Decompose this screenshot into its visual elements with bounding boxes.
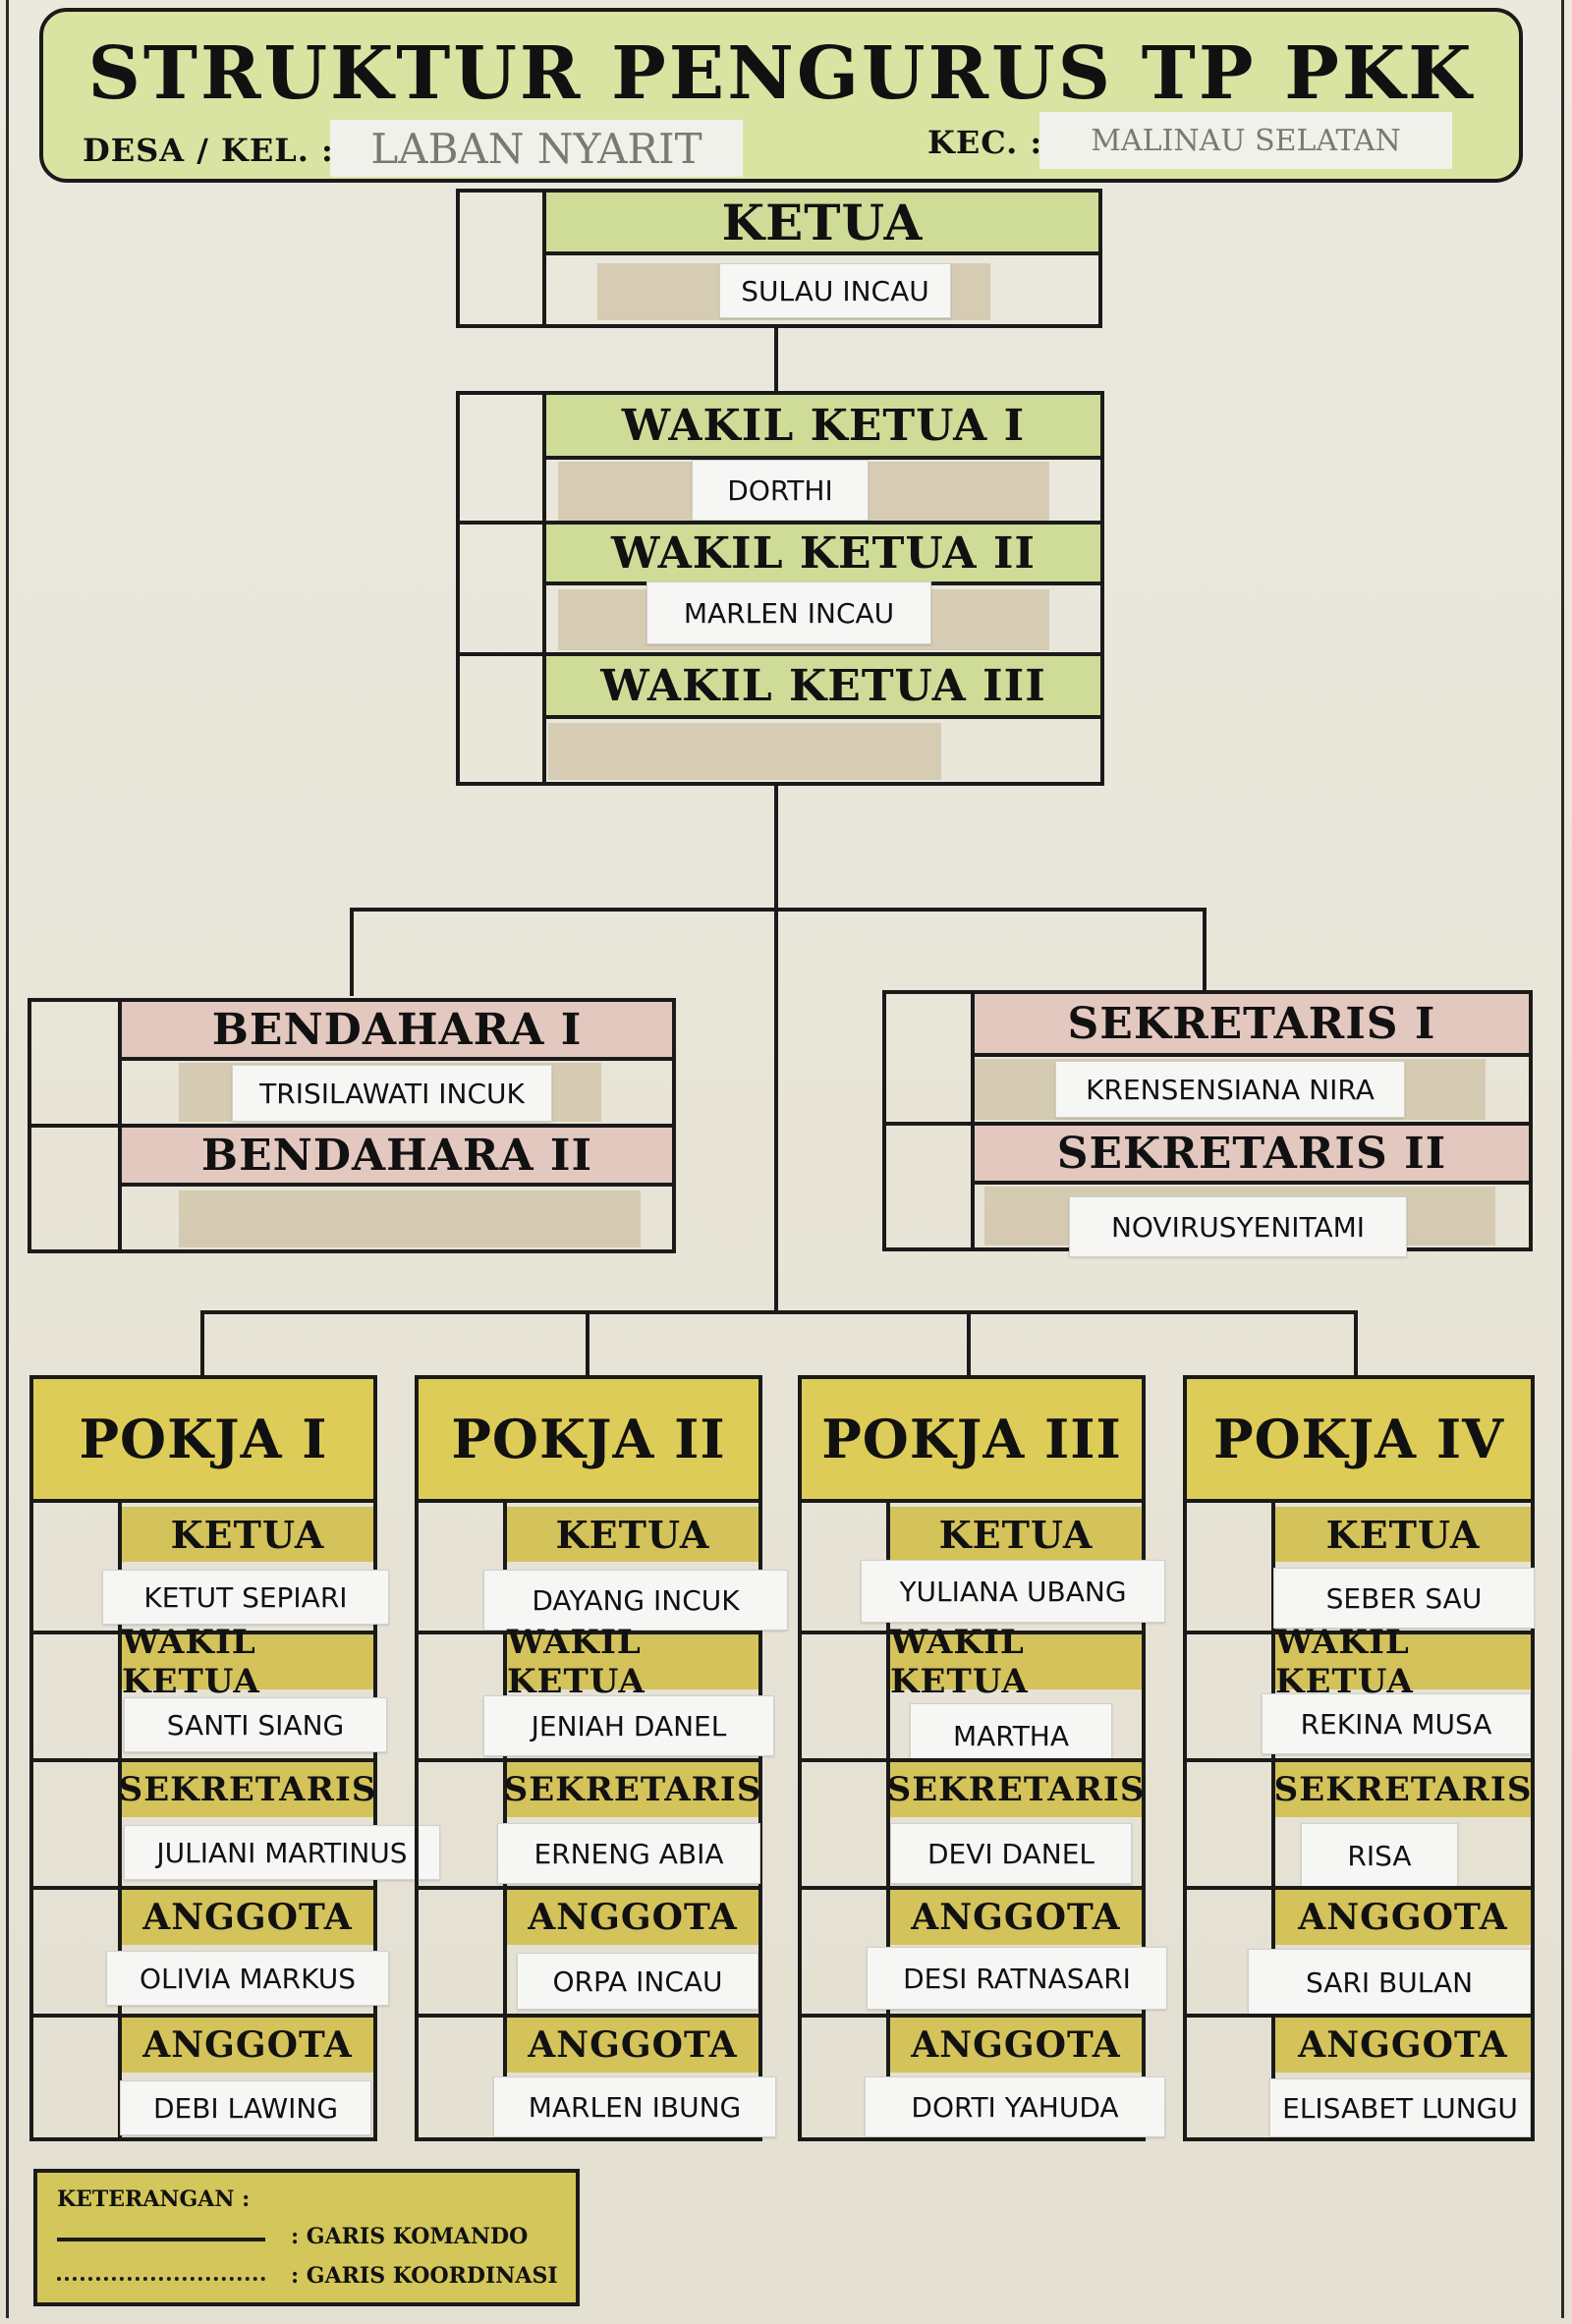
pokja-1-role-3: SEKRETARIS — [119, 1762, 375, 1817]
pokja-2-name-2: JENIAH DANEL — [483, 1695, 774, 1756]
pokja-2-role-3: SEKRETARIS — [504, 1762, 760, 1817]
pokja-2-name-3: ERNENG ABIA — [497, 1823, 760, 1884]
sekretaris-2-name: NOVIRUSYENITAMI — [1069, 1196, 1407, 1257]
pokja-2-name-1: DAYANG INCUK — [483, 1570, 788, 1631]
wakil-ketua-3-title: WAKIL KETUA III — [546, 656, 1100, 719]
line-to-bendahara — [350, 908, 354, 996]
line-ketua-wakil — [774, 324, 778, 395]
pokja-1-role-4: ANGGOTA — [122, 1890, 373, 1945]
pokja-3-role-4: ANGGOTA — [890, 1890, 1142, 1945]
legend-box: KETERANGAN : : GARIS KOMANDO : GARIS KOO… — [33, 2169, 580, 2306]
pokja-4-box: POKJA IV KETUA SEBER SAU WAKIL KETUA REK… — [1183, 1375, 1535, 2141]
pokja-1-name-2: SANTI SIANG — [124, 1697, 387, 1752]
pokja-4-role-2: WAKIL KETUA — [1275, 1623, 1531, 1701]
bendahara-2-title: BENDAHARA II — [122, 1128, 672, 1187]
legend-dotted-line — [57, 2277, 265, 2281]
pokja-4-role-3: SEKRETARIS — [1274, 1762, 1531, 1817]
kec-label: KEC. : — [927, 124, 1043, 161]
pokja-3-box: POKJA III KETUA YULIANA UBANG WAKIL KETU… — [798, 1375, 1167, 2141]
kec-value: MALINAU SELATAN — [1039, 112, 1452, 169]
sekretaris-box: SEKRETARIS I KRENSENSIANA NIRA SEKRETARI… — [882, 990, 1533, 1257]
chart-title: STRUKTUR PENGURUS TP PKK — [87, 31, 1475, 116]
line-to-pokja-1 — [200, 1310, 204, 1379]
pokja-3-name-3: DEVI DANEL — [890, 1823, 1132, 1884]
pokja-3-name-1: YULIANA UBANG — [861, 1560, 1165, 1623]
pokja-4-role-4: ANGGOTA — [1275, 1890, 1531, 1945]
pokja-3-name-5: DORTI YAHUDA — [865, 2076, 1165, 2137]
wakil-ketua-1-title: WAKIL KETUA I — [546, 395, 1100, 460]
pokja-3-role-1: KETUA — [890, 1507, 1142, 1562]
pokja-1-name-1: KETUT SEPIARI — [102, 1570, 389, 1625]
pokja-4-name-5: ELISABET LUNGU — [1269, 2078, 1531, 2137]
header-banner: STRUKTUR PENGURUS TP PKK DESA / KEL. : L… — [39, 8, 1523, 183]
pokja-2-name-4: ORPA INCAU — [517, 1953, 758, 2010]
bendahara-1-name: TRISILAWATI INCUK — [232, 1065, 552, 1122]
pokja-3-title: POKJA III — [802, 1379, 1142, 1503]
pokja-1-role-2: WAKIL KETUA — [122, 1623, 373, 1701]
pokja-2-name-5: MARLEN IBUNG — [493, 2076, 776, 2137]
wakil-ketua-2-name: MARLEN INCAU — [646, 581, 931, 644]
pokja-2-role-2: WAKIL KETUA — [507, 1623, 758, 1701]
ketua-title: KETUA — [546, 193, 1098, 255]
pokja-4-name-3: RISA — [1301, 1823, 1458, 1888]
legend-solid-line — [57, 2238, 265, 2241]
pokja-2-role-4: ANGGOTA — [507, 1890, 758, 1945]
desa-label: DESA / KEL. : — [83, 132, 334, 169]
desa-value: LABAN NYARIT — [330, 120, 743, 177]
pokja-2-role-1: KETUA — [507, 1507, 758, 1562]
pokja-4-role-1: KETUA — [1275, 1507, 1531, 1562]
ketua-box: KETUA SULAU INCAU — [456, 189, 1102, 328]
wakil-ketua-1-name: DORTHI — [692, 460, 869, 521]
line-to-pokja-4 — [1354, 1310, 1358, 1379]
pokja-1-role-5: ANGGOTA — [122, 2018, 373, 2073]
pokja-4-name-4: SARI BULAN — [1248, 1949, 1531, 2016]
pokja-3-role-5: ANGGOTA — [890, 2018, 1142, 2073]
line-to-pokja-3 — [967, 1310, 971, 1379]
bendahara-1-title: BENDAHARA I — [122, 1002, 672, 1061]
legend-title: KETERANGAN : — [57, 2186, 251, 2212]
pokja-4-name-1: SEBER SAU — [1273, 1568, 1535, 1629]
pokja-1-title: POKJA I — [33, 1379, 373, 1503]
sekretaris-2-title: SEKRETARIS II — [975, 1126, 1529, 1185]
pokja-2-title: POKJA II — [419, 1379, 758, 1503]
wakil-ketua-box: WAKIL KETUA I DORTHI WAKIL KETUA II MARL… — [456, 391, 1104, 786]
line-to-pokja-2 — [586, 1310, 590, 1379]
pokja-3-role-2: WAKIL KETUA — [890, 1623, 1142, 1701]
legend-komando: : GARIS KOMANDO — [291, 2224, 529, 2249]
pokja-4-role-5: ANGGOTA — [1275, 2018, 1531, 2073]
line-main-trunk — [774, 782, 778, 1312]
pokja-3-name-4: DESI RATNASARI — [867, 1947, 1167, 2010]
line-pokja-bus — [200, 1310, 1358, 1314]
wakil-ketua-2-title: WAKIL KETUA II — [546, 525, 1100, 585]
bendahara-box: BENDAHARA I TRISILAWATI INCUK BENDAHARA … — [28, 998, 676, 1253]
sekretaris-1-name: KRENSENSIANA NIRA — [1055, 1061, 1405, 1118]
legend-koordinasi: : GARIS KOORDINASI — [291, 2263, 558, 2289]
pokja-1-name-4: OLIVIA MARKUS — [106, 1951, 389, 2006]
pokja-1-name-5: DEBI LAWING — [120, 2080, 371, 2135]
pokja-3-role-3: SEKRETARIS — [887, 1762, 1144, 1817]
pokja-1-name-3: JULIANI MARTINUS — [124, 1825, 440, 1880]
line-to-sekretaris — [1203, 908, 1207, 992]
pokja-4-title: POKJA IV — [1187, 1379, 1531, 1503]
ketua-name: SULAU INCAU — [719, 263, 951, 318]
pokja-1-role-1: KETUA — [122, 1507, 373, 1562]
pokja-2-box: POKJA II KETUA DAYANG INCUK WAKIL KETUA … — [415, 1375, 788, 2141]
pokja-4-name-2: REKINA MUSA — [1262, 1693, 1531, 1754]
pokja-1-box: POKJA I KETUA KETUT SEPIARI WAKIL KETUA … — [29, 1375, 440, 2141]
board-frame — [6, 0, 1564, 2318]
line-bendahara-sekretaris — [350, 908, 1207, 912]
pokja-2-role-5: ANGGOTA — [507, 2018, 758, 2073]
sekretaris-1-title: SEKRETARIS I — [975, 994, 1529, 1057]
